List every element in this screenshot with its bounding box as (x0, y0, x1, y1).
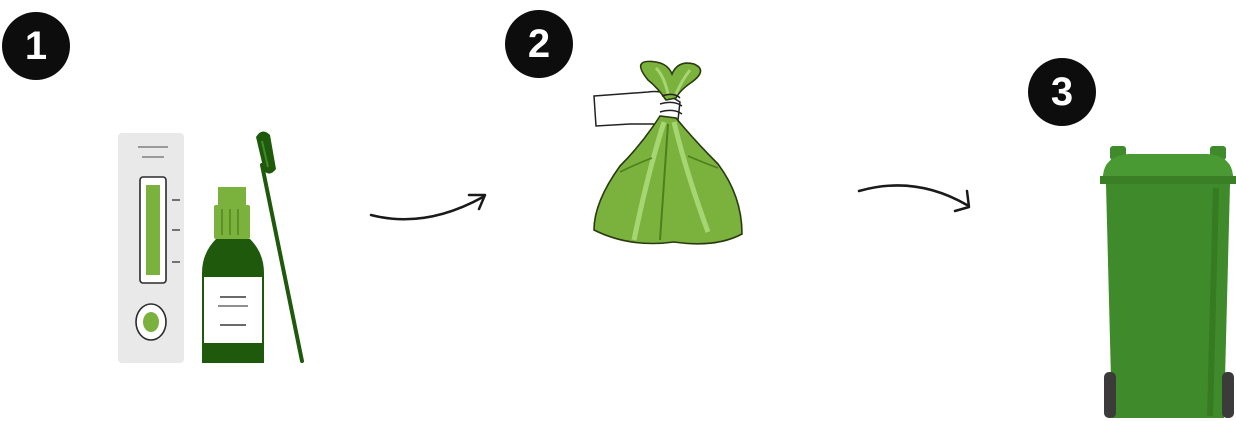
arrow-2-to-3 (855, 175, 980, 220)
test-strip (146, 185, 160, 275)
wheelie-bin-icon (1098, 140, 1236, 420)
step-2-badge: 2 (505, 10, 573, 78)
bin-wheel-right (1222, 372, 1234, 418)
bin-wheel-left (1104, 372, 1116, 418)
step-3-badge: 3 (1028, 58, 1096, 126)
buffer-bottle (202, 187, 264, 363)
tied-waste-bag-icon (590, 52, 750, 252)
step-1-badge: 1 (2, 12, 70, 80)
rapid-test-kit-icon (110, 125, 310, 370)
arrow-1-to-2 (365, 185, 495, 230)
